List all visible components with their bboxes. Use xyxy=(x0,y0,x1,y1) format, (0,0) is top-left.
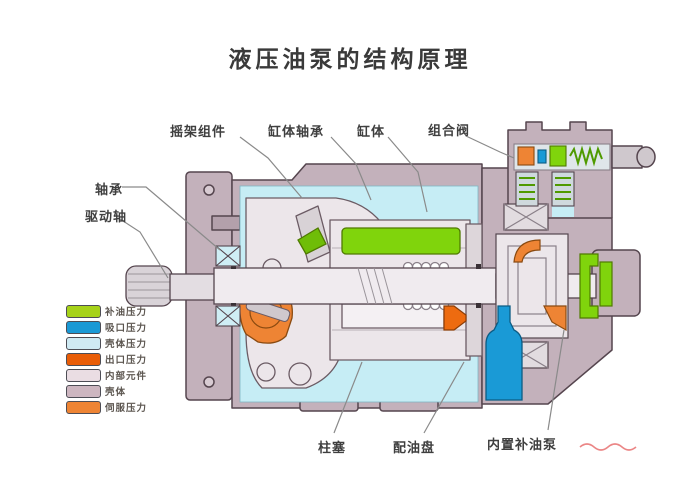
callout-cylinder-bearing: 缸体轴承 xyxy=(268,124,325,139)
leader-cylinder-block xyxy=(387,136,428,213)
legend-label: 出口压力 xyxy=(105,355,148,366)
port-flange xyxy=(591,249,641,317)
legend-label: 内部元件 xyxy=(105,371,148,382)
shaft-main xyxy=(213,267,497,305)
page-title: 液压油泵的结构原理 xyxy=(228,46,472,72)
leader-cradle xyxy=(239,136,303,199)
legend-label: 吸口压力 xyxy=(105,323,148,334)
legend-row: 出口压力 xyxy=(66,351,147,367)
leader-combination-valve xyxy=(465,135,515,159)
leader-cylinder-bearing xyxy=(330,136,372,201)
charge-pump-port-upper xyxy=(513,239,541,263)
legend-row: 壳体 xyxy=(66,383,147,399)
legend-row: 内部元件 xyxy=(66,367,147,383)
valve-spool-orange xyxy=(517,146,535,166)
pressure-legend: 补油压力 吸口压力 壳体压力 出口压力 内部元件 壳体 伺服压力 xyxy=(66,303,147,415)
charge-pump-port-lower xyxy=(543,305,567,332)
callout-bearing: 轴承 xyxy=(95,182,124,197)
valve-plug-tip xyxy=(636,146,656,168)
valve-spool-green xyxy=(549,145,567,167)
callout-cylinder-block: 缸体 xyxy=(357,124,386,139)
legend-swatch-internal-parts xyxy=(66,368,101,382)
combination-valve-internals xyxy=(513,143,611,207)
callout-combination-valve: 组合阀 xyxy=(428,123,471,138)
legend-label: 壳体 xyxy=(105,387,127,398)
leader-lines xyxy=(119,135,565,434)
legend-swatch-housing xyxy=(66,384,101,398)
legend-label: 补油压力 xyxy=(105,307,148,318)
legend-row: 吸口压力 xyxy=(66,319,147,335)
leader-valve-plate xyxy=(423,361,465,434)
charge-pressure-bore xyxy=(297,227,461,255)
callout-valve-plate: 配油盘 xyxy=(393,440,436,455)
shaft-spline-end xyxy=(125,265,173,307)
callout-drive-shaft: 驱动轴 xyxy=(85,209,128,224)
legend-swatch-servo-pressure xyxy=(66,400,101,414)
callout-built-in-charge-pump: 内置补油泵 xyxy=(487,437,558,452)
suction-chamber xyxy=(485,305,523,401)
port-insert xyxy=(599,261,613,307)
legend-row: 补油压力 xyxy=(66,303,147,319)
legend-row: 壳体压力 xyxy=(66,335,147,351)
leader-drive-shaft xyxy=(119,218,169,279)
callout-cradle: 摇架组件 xyxy=(170,124,227,139)
leader-bearing xyxy=(122,186,221,251)
legend-row: 伺服压力 xyxy=(66,399,147,415)
piston-shoe xyxy=(297,227,327,255)
leader-piston xyxy=(333,361,363,434)
legend-label: 壳体压力 xyxy=(105,339,148,350)
red-scribble xyxy=(579,443,637,451)
drive-shaft xyxy=(125,264,597,308)
callout-piston: 柱塞 xyxy=(318,440,347,455)
legend-swatch-outlet-pressure xyxy=(66,352,101,366)
legend-swatch-charge-pressure xyxy=(66,304,101,318)
leader-charge-pump xyxy=(547,329,565,431)
legend-label: 伺服压力 xyxy=(105,403,148,414)
valve-spring xyxy=(569,145,603,167)
valve-spool-blue xyxy=(537,149,547,164)
legend-swatch-suction-pressure xyxy=(66,320,101,334)
legend-swatch-case-pressure xyxy=(66,336,101,350)
piston-head xyxy=(443,305,467,331)
retainer-ring xyxy=(579,253,599,319)
